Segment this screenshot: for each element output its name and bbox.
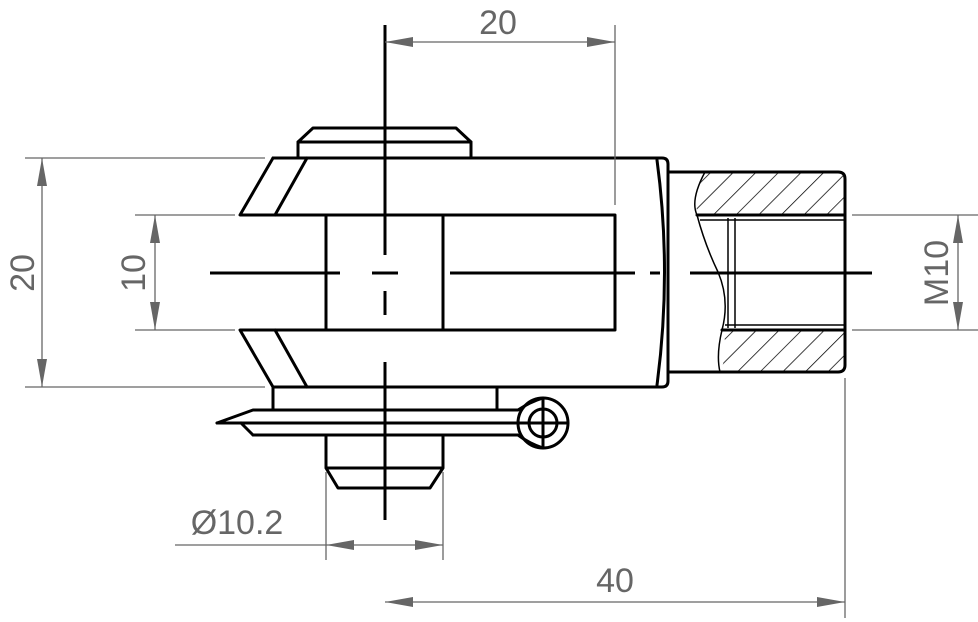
cotter-pin — [215, 396, 570, 450]
dim-slot-10: 10 — [115, 214, 235, 331]
dim-top-20-label: 20 — [479, 4, 517, 42]
dim-thread-m10: M10 — [852, 214, 978, 331]
dim-thread-m10-label: M10 — [918, 240, 956, 306]
dim-pin-diameter-label: Ø10.2 — [191, 504, 284, 542]
dim-length-40-label: 40 — [596, 562, 634, 600]
washer — [271, 385, 499, 412]
dim-top-20: 20 — [385, 4, 616, 205]
dim-left-20-label: 20 — [4, 254, 42, 292]
dim-pin-diameter: Ø10.2 — [175, 472, 444, 560]
clevis-body — [238, 156, 670, 389]
dim-left-20: 20 — [4, 157, 265, 388]
dim-slot-10-label: 10 — [115, 254, 153, 292]
center-lines — [210, 25, 872, 520]
dim-length-40: 40 — [385, 378, 846, 618]
